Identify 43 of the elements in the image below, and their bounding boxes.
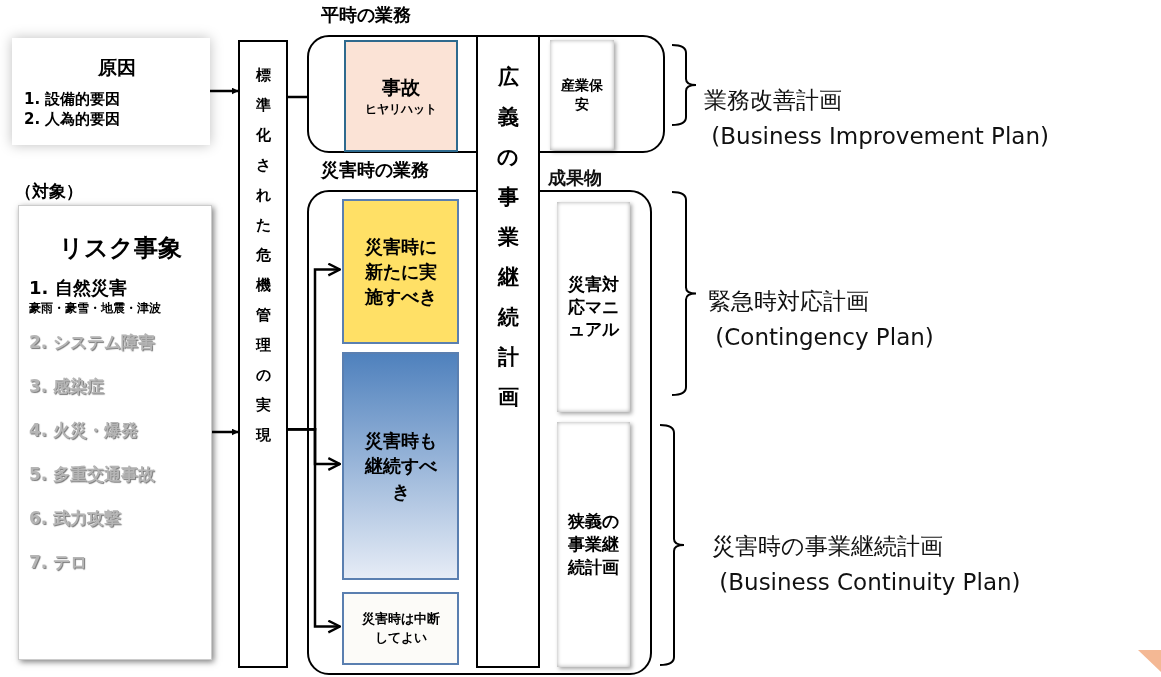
- box-label: 産業保安: [560, 76, 604, 114]
- list-item: 1. 自然災害: [29, 276, 127, 300]
- column-heading: 成果物: [548, 166, 602, 190]
- box-heading: （対象）: [15, 180, 83, 203]
- cause-box: [12, 38, 210, 145]
- list-item: 4. 火災・爆発: [29, 419, 139, 442]
- box-label: 災害時も継続すべき: [363, 429, 438, 504]
- task-box: [342, 199, 459, 344]
- accident-box: [344, 40, 458, 152]
- list-item: 1. 設備的要因: [24, 88, 121, 109]
- task-box: [342, 352, 459, 580]
- arrow: [210, 87, 239, 95]
- output-box: [557, 422, 630, 667]
- vertical-label: 標準化された危機管理の実現: [255, 65, 271, 446]
- list-item: 6. 武力攻撃: [29, 507, 122, 530]
- output-box: [550, 40, 614, 150]
- list-item: 7. テロ: [29, 551, 88, 574]
- output-box: [557, 202, 630, 412]
- group-heading: 災害時の業務: [321, 158, 429, 182]
- box-title: 事故: [382, 74, 420, 100]
- plan-bar: [476, 35, 540, 668]
- group-heading: 平時の業務: [321, 3, 411, 27]
- process-bar: [238, 40, 288, 668]
- list-item: 2. システム障害: [29, 331, 156, 354]
- arrow: [288, 428, 342, 634]
- plan-label: 緊急時対応計画 (Contingency Plan): [708, 287, 934, 352]
- plan-label: 災害時の事業継続計画 (Business Continuity Plan): [712, 532, 1021, 597]
- plan-label: 業務改善計画 (Business Improvement Plan): [704, 86, 1049, 151]
- task-box: [342, 592, 459, 665]
- box-label: 狭義の事業継続計画: [567, 510, 620, 579]
- list-item: 2. 人為的要因: [24, 108, 121, 129]
- box-subtitle: ヒヤリハット: [365, 100, 437, 118]
- box-title: リスク事象: [58, 233, 182, 264]
- box-label: 災害対応マニュアル: [567, 272, 620, 342]
- list-item: 豪雨・豪雪・地震・津波: [29, 300, 161, 317]
- box-label: 災害時は中断してよい: [360, 610, 441, 647]
- box-heading: 原因: [98, 54, 136, 80]
- list-item: 3. 感染症: [29, 375, 105, 398]
- vertical-label: 広義の事業継続計画: [496, 64, 520, 411]
- list-item: 5. 多重交通事故: [29, 463, 156, 486]
- connector-line: [288, 95, 307, 99]
- box-label: 災害時に新たに実施すべき: [363, 234, 438, 310]
- arrow: [212, 428, 239, 436]
